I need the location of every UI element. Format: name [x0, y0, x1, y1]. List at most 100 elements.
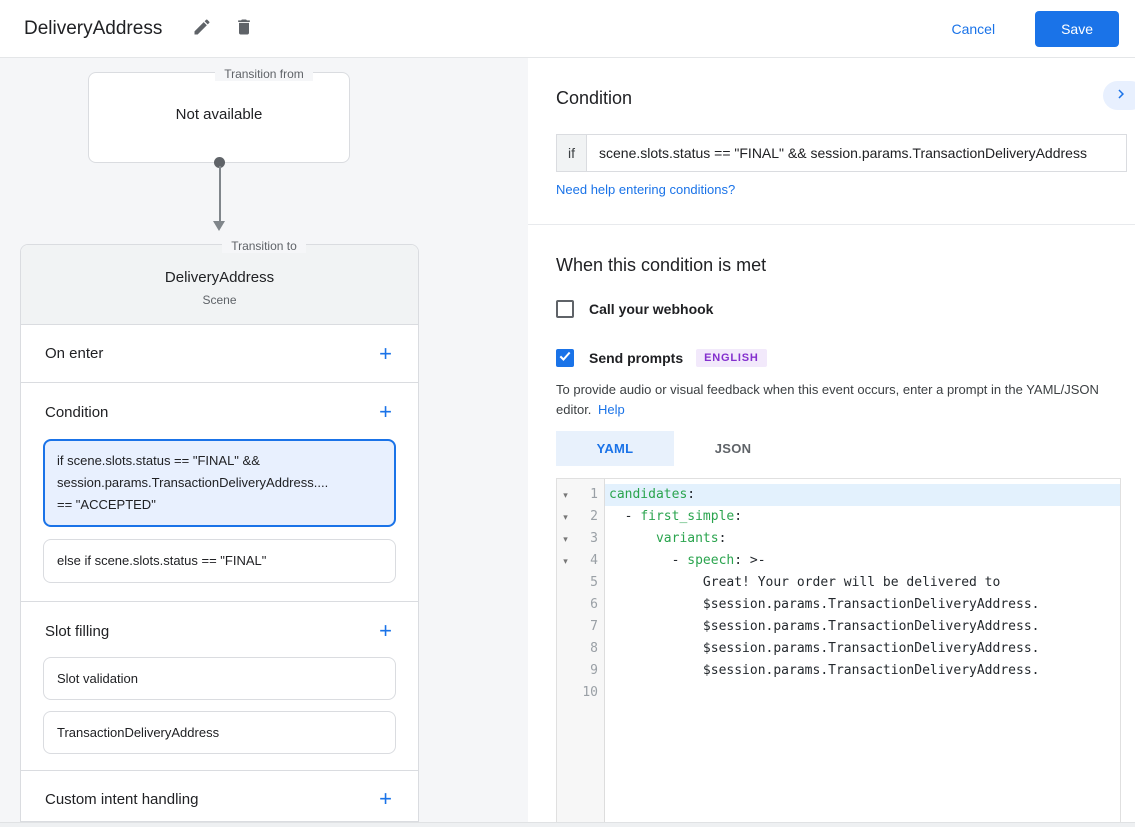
code-line[interactable]: $session.params.TransactionDeliveryAddre… [609, 641, 1040, 656]
webhook-row: Call your webhook [556, 300, 713, 318]
condition-detail-title: Condition [556, 88, 633, 108]
scene-card-header[interactable]: DeliveryAddress Scene [21, 245, 418, 325]
condition-section-label: Condition [45, 403, 109, 421]
trash-icon [234, 17, 254, 40]
webhook-label: Call your webhook [589, 301, 714, 317]
send-prompts-row: Send prompts ENGLISH [556, 349, 767, 367]
gutter-row: ▾1 [557, 484, 604, 506]
if-prefix-label: if [556, 134, 586, 172]
code-line[interactable] [605, 682, 1120, 704]
chevron-right-icon [1118, 85, 1130, 106]
connector-dot [214, 157, 225, 168]
connector-arrow-icon [213, 221, 225, 231]
detail-panel: Condition if Need help entering conditio… [528, 58, 1135, 823]
scene-card: DeliveryAddress Scene On enter + Conditi… [20, 244, 419, 822]
send-prompts-label: Send prompts [589, 350, 684, 366]
line-number: 7 [590, 619, 598, 634]
fold-arrow-icon[interactable]: ▾ [563, 534, 568, 544]
section-divider [528, 224, 1135, 225]
code-line[interactable]: Great! Your order will be delivered to [609, 575, 1001, 590]
condition-card-line: if scene.slots.status == "FINAL" && [57, 453, 260, 468]
gutter-row: 10 [557, 682, 604, 704]
horizontal-scrollbar[interactable] [0, 822, 1135, 827]
code-line[interactable]: variants: [655, 531, 727, 546]
condition-card-line: == "ACCEPTED" [57, 497, 156, 512]
transition-from-value: Not available [175, 106, 263, 123]
collapse-panel-button[interactable] [1103, 81, 1135, 110]
line-number: 1 [590, 487, 598, 502]
transition-from-box[interactable]: Not available [88, 72, 350, 163]
slot-card[interactable]: TransactionDeliveryAddress [43, 711, 396, 754]
on-enter-row[interactable]: On enter + [21, 325, 418, 383]
send-prompts-checkbox[interactable] [556, 349, 574, 367]
condition-card[interactable]: else if scene.slots.status == "FINAL" [43, 539, 396, 583]
prompt-hint: To provide audio or visual feedback when… [556, 382, 1099, 417]
tab-yaml[interactable]: YAML [556, 431, 674, 466]
language-badge: ENGLISH [696, 349, 767, 367]
condition-card-line: else if scene.slots.status == "FINAL" [57, 553, 267, 568]
code-line[interactable]: $session.params.TransactionDeliveryAddre… [609, 663, 1040, 678]
conditions-help-link[interactable]: Need help entering conditions? [556, 182, 736, 197]
add-on-enter-button[interactable]: + [377, 342, 394, 365]
slot-filling-label: Slot filling [45, 622, 110, 640]
help-link[interactable]: Help [598, 402, 625, 417]
fold-arrow-icon[interactable]: ▾ [563, 512, 568, 522]
code-line[interactable]: - first_simple: [609, 509, 743, 524]
add-slot-button[interactable]: + [377, 620, 394, 642]
pencil-icon [192, 17, 212, 40]
line-number: 3 [590, 531, 598, 546]
plus-icon: + [379, 786, 392, 811]
connector-line [218, 166, 221, 222]
condition-section: Condition + if scene.slots.status == "FI… [21, 383, 418, 602]
save-button[interactable]: Save [1035, 10, 1119, 47]
gutter-row: 5 [557, 572, 604, 594]
condition-input[interactable] [586, 134, 1127, 172]
checkmark-icon [558, 349, 572, 368]
slot-card[interactable]: Slot validation [43, 657, 396, 700]
plus-icon: + [379, 618, 392, 643]
webhook-checkbox[interactable] [556, 300, 574, 318]
scene-type: Scene [202, 293, 237, 307]
condition-expression-row: if [556, 134, 1127, 172]
plus-icon: + [379, 399, 392, 424]
tab-json[interactable]: JSON [714, 441, 752, 456]
scene-name: DeliveryAddress [164, 269, 275, 286]
line-number: 5 [590, 575, 598, 590]
add-condition-button[interactable]: + [377, 401, 394, 423]
fold-arrow-icon[interactable]: ▾ [563, 556, 568, 566]
add-custom-intent-button[interactable]: + [377, 788, 394, 810]
cancel-button[interactable]: Cancel [939, 13, 1007, 45]
gutter-row: 8 [557, 638, 604, 660]
top-bar: DeliveryAddress Cancel Save [0, 0, 1135, 58]
fold-arrow-icon[interactable]: ▾ [563, 490, 568, 500]
condition-cards: if scene.slots.status == "FINAL" && sessi… [43, 439, 396, 583]
flow-panel: Transition from Not available Transition… [0, 58, 528, 822]
on-enter-label: On enter [45, 345, 104, 362]
gutter-row: ▾4 [557, 550, 604, 572]
code-line[interactable]: - speech: >- [609, 553, 766, 568]
condition-card[interactable]: if scene.slots.status == "FINAL" && sessi… [43, 439, 396, 527]
line-number: 2 [590, 509, 598, 524]
editor-code: candidates: - first_simple: variants: - … [605, 479, 1120, 822]
line-number: 6 [590, 597, 598, 612]
condition-card-line: session.params.TransactionDeliveryAddres… [57, 475, 329, 490]
line-number: 10 [582, 685, 598, 700]
custom-intent-row[interactable]: Custom intent handling + [21, 771, 418, 821]
gutter-row: 6 [557, 594, 604, 616]
code-line[interactable]: $session.params.TransactionDeliveryAddre… [609, 597, 1040, 612]
line-number: 9 [590, 663, 598, 678]
page-title: DeliveryAddress [24, 17, 163, 39]
edit-title-button[interactable] [184, 11, 220, 47]
code-line[interactable]: candidates: [605, 484, 1120, 506]
editor-tabs: YAML JSON [556, 431, 792, 466]
delete-scene-button[interactable] [226, 11, 262, 47]
gutter-row: ▾3 [557, 528, 604, 550]
gutter-row: 9 [557, 660, 604, 682]
when-met-title: When this condition is met [556, 255, 767, 275]
gutter-row: 7 [557, 616, 604, 638]
code-line[interactable]: $session.params.TransactionDeliveryAddre… [609, 619, 1040, 634]
